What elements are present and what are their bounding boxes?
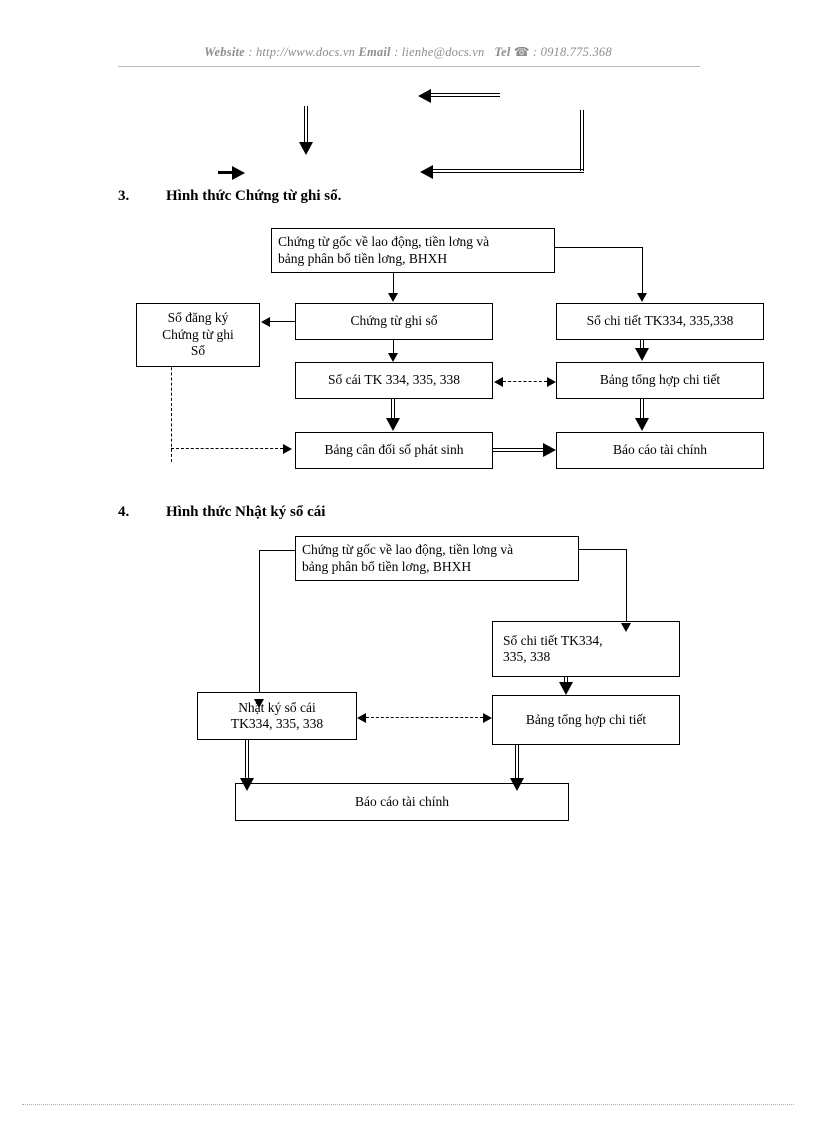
- s4-arrow-source-to-detail: [621, 623, 631, 632]
- s3-arrow-ledger-to-summary: [547, 377, 556, 387]
- header-tel-value: : 0918.775.368: [532, 45, 612, 59]
- s4-journal-line1: Nhật ký sổ cái: [238, 699, 316, 715]
- orphan-down-connector: [304, 106, 308, 148]
- s3-source-doc-line2: bảng phân bổ tiền lơng, BHXH: [278, 250, 448, 266]
- s3-arrow-voucher-to-register: [261, 317, 270, 327]
- s4-journal-line2: TK334, 335, 338: [230, 716, 324, 731]
- s4-detail-ledger-box: Sổ chi tiết TK334, 335, 338: [492, 621, 680, 677]
- s3-general-ledger-box: Sổ cái TK 334, 335, 338: [295, 362, 493, 399]
- s4-source-document-box: Chứng từ gốc về lao động, tiền lơng và b…: [295, 536, 579, 581]
- s4-arrow-detail-to-summary: [559, 682, 573, 695]
- s3-conn-summary-to-report: [640, 399, 644, 421]
- s3-register-line2: Chứng từ ghi: [162, 326, 234, 342]
- header-website-label: Website: [204, 45, 245, 59]
- s4-arrow-journal-to-summary: [483, 713, 492, 723]
- s3-detail-ledger-label: Sổ chi tiết TK334, 335,338: [586, 313, 734, 329]
- page-header: Website : http://www.docs.vn Email : lie…: [118, 44, 698, 60]
- s4-conn-source-to-detail-v: [626, 549, 627, 627]
- orphan-left-connector-top: [430, 93, 500, 97]
- s4-conn-source-to-detail-h: [578, 549, 627, 550]
- header-email-label: Email: [358, 45, 391, 59]
- s3-conn-register-dashed-v: [171, 352, 172, 462]
- s3-register-box: Sổ đăng ký Chứng từ ghi Sổ: [136, 303, 260, 367]
- s4-arrow-summary-to-journal: [357, 713, 366, 723]
- s3-arrow-summary-to-ledger: [494, 377, 503, 387]
- header-website-url: : http://www.docs.vn: [248, 45, 356, 59]
- s3-arrow-source-to-detail: [637, 293, 647, 302]
- s3-financial-report-label: Báo cáo tài chính: [612, 442, 708, 458]
- section-3-heading: 3. Hình thức Chứng từ ghi sổ.: [118, 188, 341, 205]
- footer-divider: [22, 1104, 794, 1105]
- s4-arrow-journal-to-report: [240, 778, 254, 791]
- s3-voucher-box: Chứng từ ghi sổ: [295, 303, 493, 340]
- s3-arrow-register-to-trial: [283, 444, 292, 454]
- header-email-value: : lienhe@docs.vn: [394, 45, 485, 59]
- s4-financial-report-label: Báo cáo tài chính: [354, 793, 450, 809]
- s4-conn-source-to-journal-h: [259, 550, 296, 551]
- telephone-icon: ☎: [513, 45, 530, 59]
- s3-general-ledger-label: Sổ cái TK 334, 335, 338: [327, 372, 461, 388]
- s4-conn-summary-to-report: [515, 745, 519, 785]
- s3-arrow-trial-to-report: [543, 443, 556, 457]
- orphan-left-connector-bottom: [432, 169, 584, 173]
- s3-financial-report-box: Báo cáo tài chính: [556, 432, 764, 469]
- orphan-riser-connector: [580, 110, 584, 171]
- s3-summary-table-label: Bảng tổng hợp chi tiết: [599, 372, 721, 388]
- s4-conn-source-to-journal-v: [259, 550, 260, 702]
- s3-source-doc-line1: Chứng từ gốc về lao động, tiền lơng và: [278, 234, 490, 250]
- s4-source-doc-line2: bảng phân bổ tiền lơng, BHXH: [302, 558, 472, 574]
- s3-trial-balance-label: Bảng cân đối số phát sinh: [324, 442, 464, 458]
- s3-register-line1: Sổ đăng ký: [167, 310, 229, 326]
- s3-conn-register-dashed-h: [171, 448, 283, 449]
- s4-summary-table-box: Bảng tổng hợp chi tiết: [492, 695, 680, 745]
- s3-conn-source-to-detail-h: [555, 247, 643, 248]
- orphan-down-arrowhead: [299, 142, 313, 155]
- section-4-heading: 4. Hình thức Nhật ký sổ cái: [118, 504, 325, 521]
- s3-conn-voucher-to-ledger: [393, 340, 394, 356]
- orphan-left-arrowhead-top: [418, 89, 431, 103]
- s3-arrow-summary-to-report: [635, 418, 649, 431]
- header-tel-label: Tel: [494, 45, 511, 59]
- s3-conn-detail-to-summary: [640, 340, 644, 352]
- header-divider: [118, 66, 700, 67]
- s4-detail-ledger-line1: Sổ chi tiết TK334,: [503, 632, 603, 648]
- section-4-title: Hình thức Nhật ký sổ cái: [166, 504, 326, 520]
- section-3-number: 3.: [118, 188, 130, 204]
- s4-source-doc-line1: Chứng từ gốc về lao động, tiền lơng và: [302, 542, 514, 558]
- s4-summary-table-label: Bảng tổng hợp chi tiết: [525, 711, 647, 727]
- s4-conn-journal-to-report: [245, 740, 249, 784]
- s4-arrow-source-to-journal: [254, 699, 264, 708]
- orphan-right-connector: [218, 171, 234, 174]
- orphan-left-arrowhead-bottom: [420, 165, 433, 179]
- s4-journal-box: Nhật ký sổ cái TK334, 335, 338: [197, 692, 357, 740]
- s3-trial-balance-box: Bảng cân đối số phát sinh: [295, 432, 493, 469]
- s3-arrow-ledger-to-trial: [386, 418, 400, 431]
- s4-arrow-summary-to-report: [510, 778, 524, 791]
- s3-conn-source-to-voucher: [393, 273, 394, 295]
- s3-arrow-source-to-voucher: [388, 293, 398, 302]
- s3-register-line3: Sổ: [190, 343, 206, 359]
- orphan-right-arrowhead: [232, 166, 245, 180]
- s3-conn-ledger-summary-dashed: [503, 381, 547, 382]
- s3-source-document-box: Chứng từ gốc về lao động, tiền lơng và b…: [271, 228, 555, 273]
- s4-detail-ledger-line2: 335, 338: [503, 649, 551, 664]
- s3-arrow-detail-to-summary: [635, 348, 649, 361]
- s3-conn-voucher-to-register: [270, 321, 296, 322]
- s3-voucher-label: Chứng từ ghi sổ: [350, 313, 438, 329]
- s3-summary-table-box: Bảng tổng hợp chi tiết: [556, 362, 764, 399]
- s3-arrow-voucher-to-ledger: [388, 353, 398, 362]
- s3-conn-trial-to-report: [493, 448, 543, 452]
- section-3-title: Hình thức Chứng từ ghi sổ.: [166, 188, 342, 204]
- s3-conn-source-to-detail-v: [642, 247, 643, 295]
- s3-detail-ledger-box: Sổ chi tiết TK334, 335,338: [556, 303, 764, 340]
- s3-conn-ledger-to-trial: [391, 399, 395, 421]
- section-4-number: 4.: [118, 504, 130, 520]
- s4-conn-journal-summary-dashed: [366, 717, 483, 718]
